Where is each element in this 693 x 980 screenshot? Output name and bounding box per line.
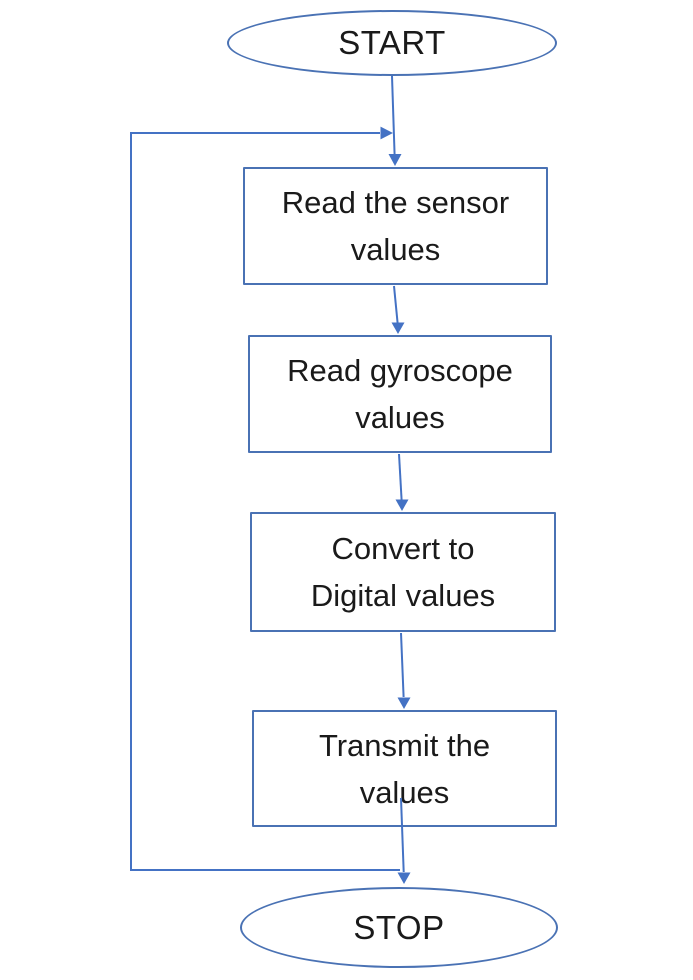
edge-read-sensor-to-read-gyroscope <box>391 285 405 334</box>
node-stop: STOP <box>240 887 558 968</box>
node-read-sensor-label-line2: values <box>350 232 441 267</box>
node-stop-label: STOP <box>353 908 445 946</box>
edge-start-to-read-sensor <box>388 75 402 166</box>
node-read-sensor-label-line1: Read the sensor <box>281 185 510 220</box>
arrowhead-down-icon <box>388 154 402 166</box>
arrowhead-down-icon <box>395 499 409 511</box>
arrowhead-down-icon <box>391 322 405 334</box>
arrowhead-down-icon <box>397 697 411 709</box>
node-start-label: START <box>338 24 446 61</box>
node-start: START <box>227 10 557 76</box>
node-convert-digital: Convert to Digital values <box>250 512 556 632</box>
node-read-gyroscope-label-line1: Read gyroscope <box>287 353 513 388</box>
node-transmit-label-line1: Transmit the <box>318 727 491 763</box>
edge-convert-digital-to-transmit <box>397 632 411 709</box>
node-read-gyroscope: Read gyroscope values <box>248 335 552 453</box>
node-convert-digital-label-line1: Convert to <box>331 531 475 566</box>
edge-read-gyroscope-to-convert-digital <box>395 453 409 511</box>
node-transmit-label-line2: values <box>359 774 450 810</box>
node-convert-digital-label-line2: Digital values <box>310 578 496 613</box>
node-read-sensor: Read the sensor values <box>243 167 548 285</box>
node-read-gyroscope-label-line2: values <box>355 400 445 435</box>
arrowhead-down-icon <box>397 872 411 884</box>
arrowhead-right-icon <box>380 126 393 140</box>
node-transmit: Transmit the values <box>252 710 557 827</box>
